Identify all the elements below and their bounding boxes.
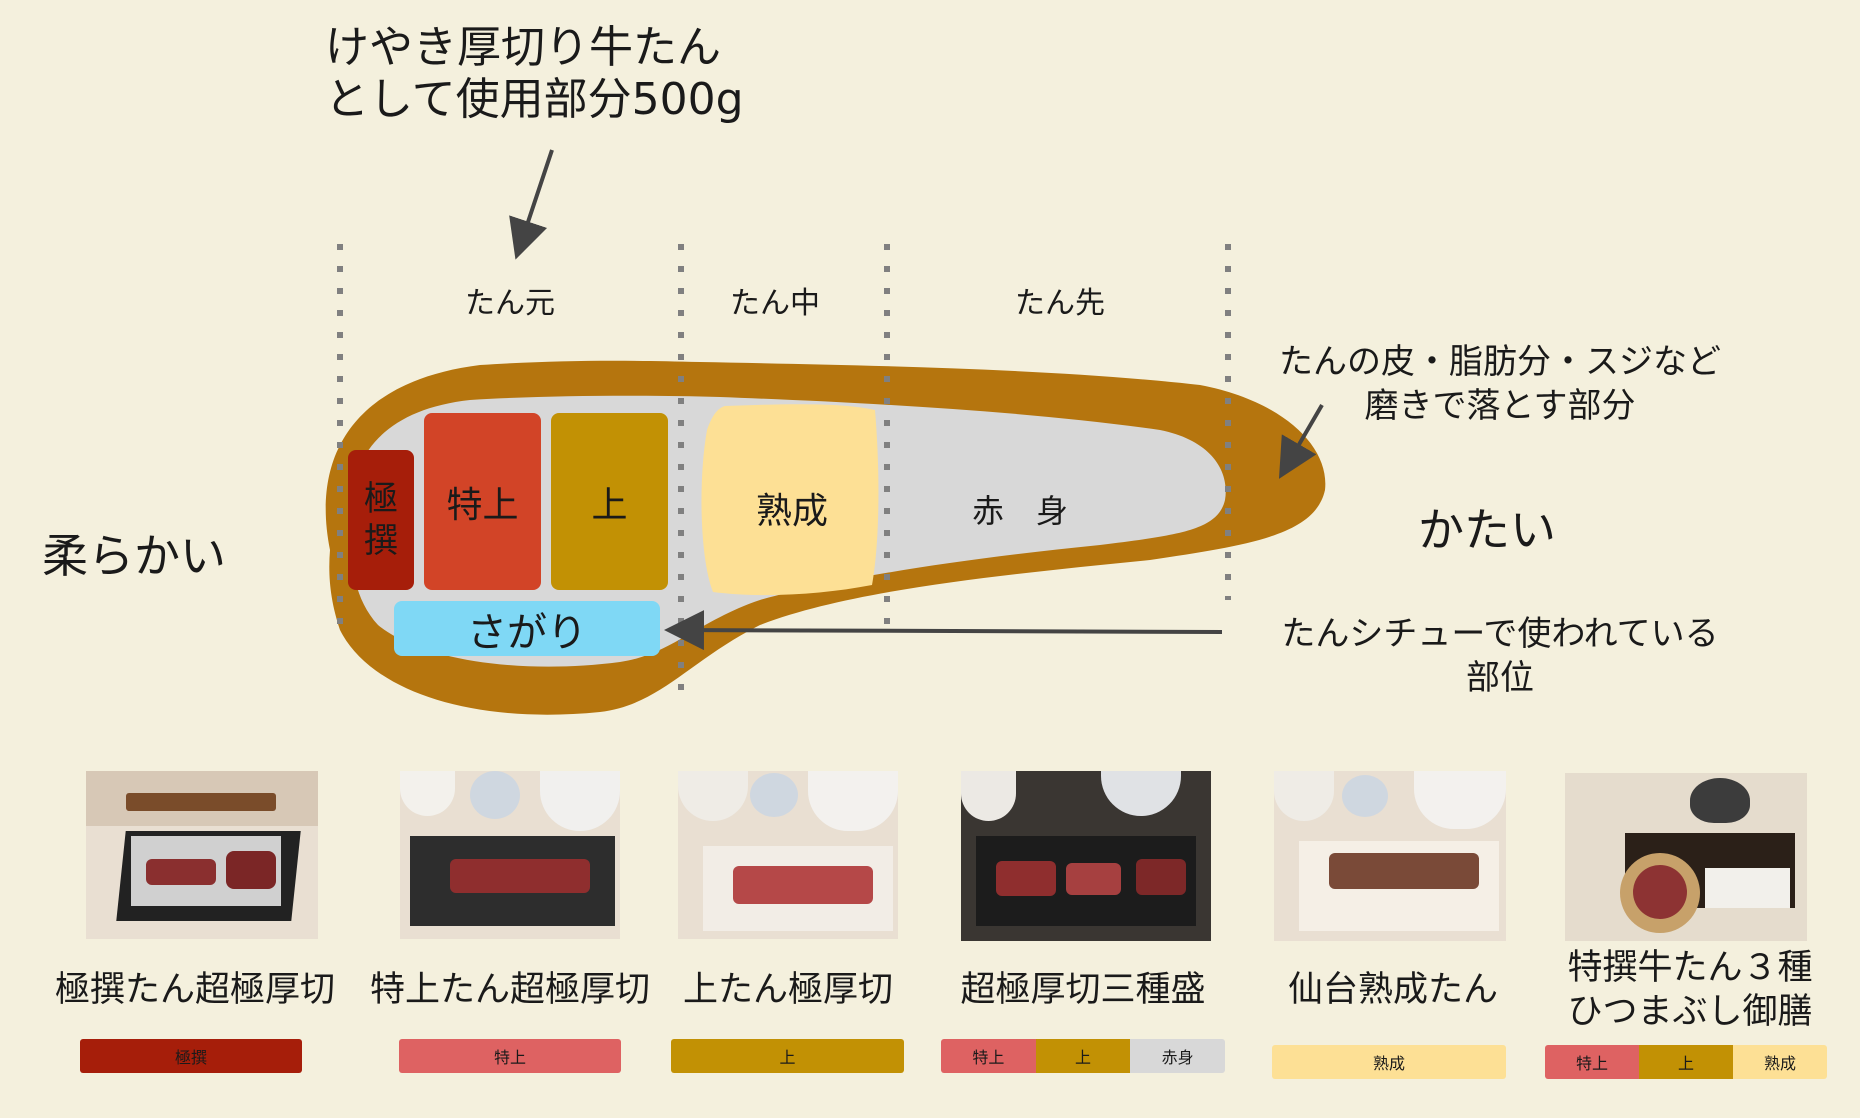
bar-segment-jo: 上: [671, 1039, 904, 1073]
cut-gokusen-char-1: 極: [364, 479, 398, 519]
title-arrow: [509, 149, 554, 260]
dish-cut-bar-5: 熟成: [1272, 1045, 1506, 1079]
dish-photo-5: [1274, 771, 1506, 941]
section-dividers: [337, 244, 1231, 705]
cut-gokusen-char-2: 撰: [364, 521, 398, 561]
dish-photo-3: [678, 771, 898, 939]
dish-cut-bar-6: 特上 上 熟成: [1545, 1045, 1827, 1079]
bar-segment-jukusei: 熟成: [1733, 1045, 1827, 1079]
dish-photo-2: [400, 771, 620, 939]
dish-name-3: 上たん極厚切: [682, 970, 893, 1010]
bar-segment-jo: 上: [1035, 1039, 1131, 1073]
dish-name-4: 超極厚切三種盛: [960, 970, 1206, 1010]
label-hard: かたい: [1418, 503, 1556, 557]
cut-sagari: さがり: [394, 601, 660, 656]
cut-jukusei-label: 熟成: [755, 491, 828, 532]
diagram-title: けやき厚切り牛たん として使用部分500g: [325, 22, 744, 126]
note-stew-line-2: 部位: [1466, 658, 1534, 698]
note-trimmed-parts: たんの皮・脂肪分・スジなど 磨きで落とす部分: [1240, 340, 1760, 428]
dish-photo-6: [1565, 773, 1807, 941]
section-label-moto: たん元: [465, 286, 555, 321]
label-soft: 柔らかい: [42, 529, 226, 583]
note-stew-line-1: たんシチューで使われている: [1281, 614, 1719, 654]
bar-segment-tokujo: 特上: [941, 1039, 1036, 1073]
title-line-2: として使用部分500g: [325, 74, 744, 125]
cut-tokujo-label: 特上: [446, 484, 519, 526]
dish-cut-bar-3: 上: [671, 1039, 904, 1073]
cut-tokujo: 特上: [424, 413, 541, 590]
section-label-naka: たん中: [730, 286, 820, 321]
bar-segment-tokujo: 特上: [399, 1039, 621, 1073]
dish-cut-bar-4: 特上 上 赤身: [941, 1039, 1225, 1073]
dish-name-5: 仙台熟成たん: [1287, 970, 1498, 1010]
cut-jo-label: 上: [591, 484, 628, 526]
dish-name-2: 特上たん超極厚切: [369, 970, 650, 1010]
bar-segment-gokusen: 極撰: [80, 1039, 302, 1073]
dish-photo-4: [961, 771, 1211, 941]
cut-jo: 上: [551, 413, 668, 590]
note-trimmed-line-2: 磨きで落とす部分: [1364, 386, 1636, 426]
note-stew-parts: たんシチューで使われている 部位: [1240, 612, 1760, 700]
cut-jukusei-shape: [701, 404, 879, 596]
section-label-saki: たん先: [1015, 286, 1105, 321]
cut-gokusen: 極 撰: [348, 450, 414, 590]
dish-cut-bar-1: 極撰: [80, 1039, 302, 1073]
dish-photo-1: [86, 771, 318, 939]
dish-name-1: 極撰たん超極厚切: [54, 970, 335, 1010]
bar-segment-jukusei: 熟成: [1272, 1045, 1506, 1079]
dish-name-6-line-2: ひつまぶし御膳: [1567, 992, 1813, 1032]
bar-segment-jo: 上: [1639, 1045, 1733, 1079]
dish-cut-bar-2: 特上: [399, 1039, 621, 1073]
skin-arrow: [1278, 403, 1324, 479]
bar-segment-akami: 赤身: [1130, 1039, 1225, 1073]
note-trimmed-line-1: たんの皮・脂肪分・スジなど: [1279, 342, 1721, 382]
cut-sagari-label: さがり: [467, 609, 587, 656]
dish-name-6-line-1: 特撰牛たん３種: [1567, 948, 1813, 988]
bar-segment-tokujo: 特上: [1545, 1045, 1639, 1079]
stew-arrow: [664, 610, 1223, 651]
title-line-1: けやき厚切り牛たん: [325, 22, 721, 73]
dish-name-6: 特撰牛たん３種 ひつまぶし御膳: [1550, 946, 1830, 1034]
cut-akami-label: 赤 身: [971, 492, 1068, 530]
